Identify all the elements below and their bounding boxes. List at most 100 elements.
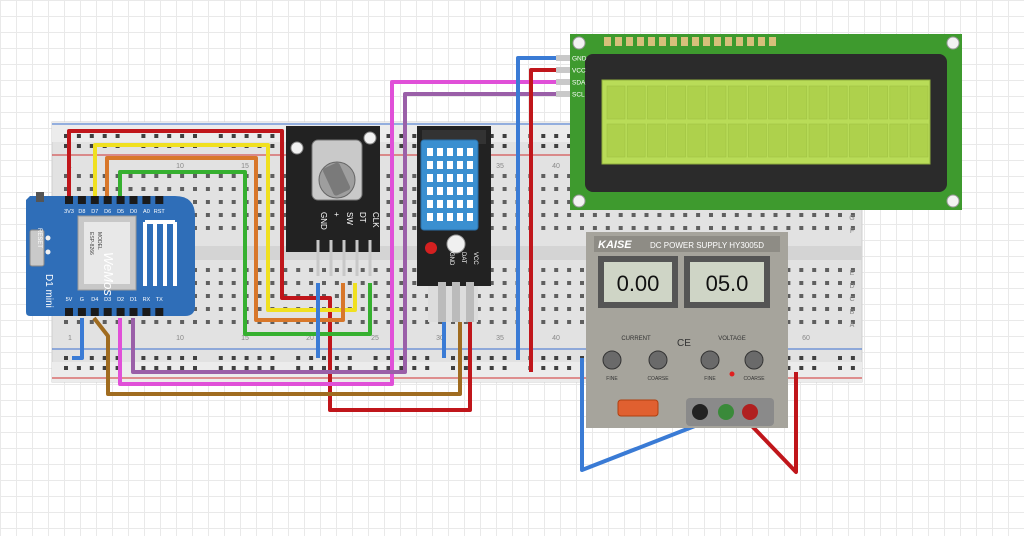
- rail-hole: [541, 356, 546, 360]
- breadboard-hole: [554, 320, 559, 324]
- lcd-char-cell: [647, 85, 666, 120]
- breadboard-hole: [799, 307, 804, 311]
- breadboard-hole: [102, 320, 107, 324]
- breadboard-hole: [812, 226, 817, 230]
- dht-grille-slot: [437, 161, 443, 169]
- wemos-pin-label: 3V3: [64, 209, 74, 215]
- breadboard-hole: [399, 281, 404, 285]
- breadboard-hole: [799, 320, 804, 324]
- rail-hole: [812, 356, 817, 360]
- breadboard-hole: [412, 268, 417, 272]
- lcd-pin: [556, 55, 570, 61]
- breadboard-hole: [541, 320, 546, 324]
- breadboard-hole: [838, 226, 842, 230]
- rail-hole: [567, 144, 572, 148]
- breadboard-hole: [734, 213, 739, 217]
- rail-hole: [399, 356, 404, 360]
- lcd-char-cell: [828, 123, 848, 158]
- wire-psu-neg-blue: [580, 358, 701, 472]
- rail-hole: [309, 356, 314, 360]
- psu-voltage-fine-knob[interactable]: [700, 350, 720, 370]
- rail-hole: [244, 356, 249, 360]
- breadboard-hole: [502, 187, 507, 191]
- breadboard-hole: [541, 226, 546, 230]
- breadboard-hole: [218, 294, 223, 298]
- rail-hole: [463, 366, 468, 370]
- rail-hole: [786, 366, 791, 370]
- breadboard-hole: [218, 281, 223, 285]
- breadboard-column-label-top: 10: [176, 163, 184, 170]
- psu-positive-terminal[interactable]: [742, 404, 758, 420]
- rail-hole: [799, 356, 804, 360]
- wemos-pin-header: [77, 308, 86, 316]
- encoder-pin: [342, 240, 346, 276]
- rail-hole: [502, 356, 507, 360]
- breadboard-hole: [760, 226, 765, 230]
- breadboard-hole: [812, 213, 817, 217]
- breadboard-hole: [347, 294, 352, 298]
- wemos-pin-label: TX: [156, 297, 163, 303]
- rail-hole: [257, 134, 262, 138]
- psu-current-fine-knob[interactable]: [602, 350, 622, 370]
- dht-grille-slot: [467, 187, 473, 195]
- rail-hole: [76, 366, 81, 370]
- rail-hole: [850, 356, 855, 360]
- psu-voltage-coarse-knob[interactable]: [744, 350, 764, 370]
- breadboard-hole: [257, 281, 262, 285]
- breadboard-hole: [283, 200, 288, 204]
- breadboard-hole: [257, 200, 262, 204]
- rail-hole: [322, 366, 326, 370]
- breadboard-hole: [812, 268, 817, 272]
- breadboard-hole: [838, 307, 842, 311]
- dht-grille-slot: [447, 213, 453, 221]
- wemos-name: D1 mini: [43, 274, 54, 308]
- breadboard-hole: [605, 226, 610, 230]
- breadboard-row-label: B: [850, 309, 855, 316]
- breadboard-hole: [592, 213, 597, 217]
- psu-power-button[interactable]: [617, 399, 659, 417]
- lcd-header-pad: [604, 37, 611, 46]
- breadboard-hole: [270, 281, 275, 285]
- wemos-pin-label: D6: [104, 209, 111, 215]
- breadboard-hole: [205, 268, 210, 272]
- wire-psu-pos-red: [748, 372, 798, 474]
- psu-negative-terminal[interactable]: [692, 404, 708, 420]
- breadboard-hole: [373, 294, 378, 298]
- lcd-pin-label: SCL: [572, 92, 585, 99]
- rail-hole: [399, 134, 404, 138]
- breadboard-hole: [502, 226, 507, 230]
- rail-hole: [270, 356, 275, 360]
- rail-hole: [554, 144, 559, 148]
- breadboard-hole: [167, 187, 172, 191]
- wemos-model: MODEL: [96, 232, 102, 250]
- psu-ground-terminal[interactable]: [718, 404, 734, 420]
- breadboard-hole: [489, 200, 494, 204]
- lcd-char-cell: [909, 85, 929, 120]
- breadboard-hole: [799, 213, 804, 217]
- breadboard-hole: [412, 281, 417, 285]
- breadboard-hole: [270, 294, 275, 298]
- rail-hole: [476, 356, 481, 360]
- rail-hole: [231, 356, 236, 360]
- breadboard-hole: [89, 174, 94, 178]
- breadboard-hole: [205, 200, 210, 204]
- wemos-pin-header: [129, 308, 138, 316]
- breadboard-hole: [734, 226, 739, 230]
- lcd-header-pad: [769, 37, 776, 46]
- breadboard-hole: [283, 174, 288, 178]
- lcd-char-cell: [606, 85, 626, 120]
- dht-grille-slot: [427, 200, 433, 208]
- rail-hole: [541, 144, 546, 148]
- breadboard-hole: [205, 307, 210, 311]
- lcd-char-cell: [626, 85, 646, 120]
- dht-grille-slot: [437, 187, 443, 195]
- dht-grille-slot: [447, 174, 453, 182]
- psu-current-coarse-knob[interactable]: [648, 350, 668, 370]
- wemos-pin-header: [155, 196, 164, 204]
- breadboard-hole: [580, 281, 584, 285]
- breadboard-hole: [567, 187, 572, 191]
- rail-hole: [154, 134, 159, 138]
- lcd-char-cell: [687, 123, 707, 158]
- breadboard-hole: [825, 320, 830, 324]
- psu-indicator-led: [729, 371, 735, 377]
